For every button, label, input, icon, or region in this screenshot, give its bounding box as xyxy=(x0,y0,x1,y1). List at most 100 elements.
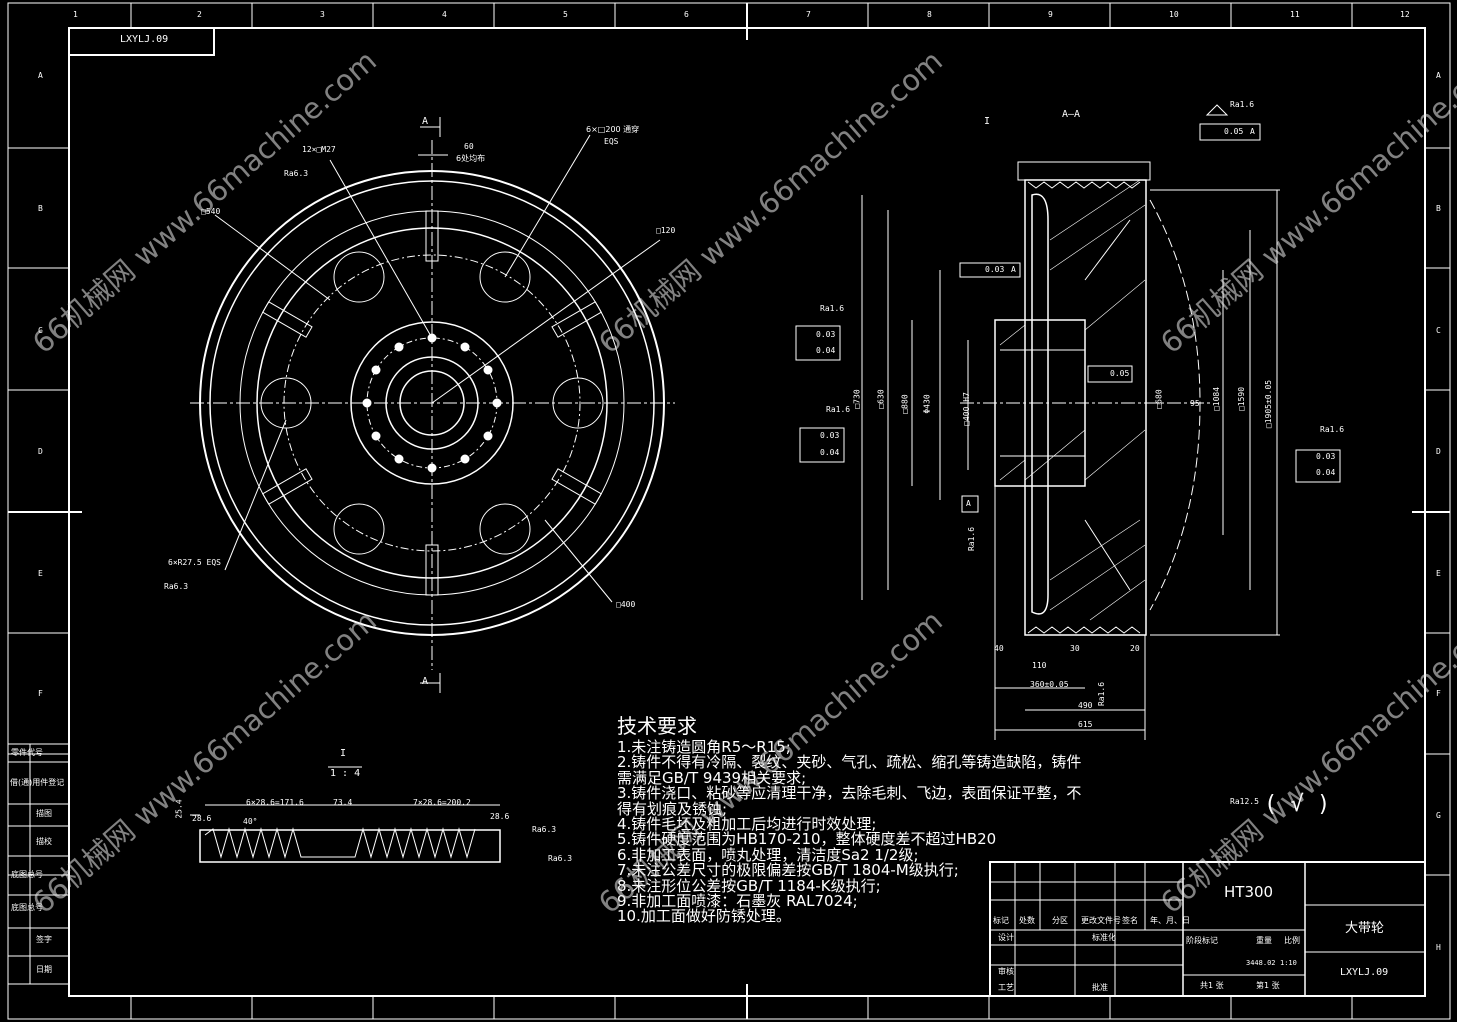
tech-req-item: 6.非加工表面，喷丸处理，清洁度Sa2 1/2级; xyxy=(617,845,919,864)
dim-label: 7×28.6=200.2 xyxy=(413,798,471,807)
tb-label: 共1 张 xyxy=(1200,981,1224,990)
zone-col: 1 xyxy=(73,10,78,19)
tech-req-item: 4.铸件毛坯及粗加工后均进行时效处理; xyxy=(617,815,877,834)
roughness-label: Ra6.3 xyxy=(284,169,309,178)
dim-label: 110 xyxy=(1032,661,1047,670)
dim-label: 20 xyxy=(1130,644,1140,653)
tech-req-item: 10.加工面做好防锈处理。 xyxy=(617,907,791,926)
zone-col: 3 xyxy=(320,10,325,19)
zone-ticks xyxy=(8,3,1450,1019)
zone-col: 12 xyxy=(1400,10,1410,19)
dim-label: □400 H7 xyxy=(961,392,971,426)
left-table-cell: 描校 xyxy=(36,837,52,846)
cut-marker-top: A xyxy=(422,116,429,127)
code-box xyxy=(68,27,215,56)
roughness-label: Ra1.6 xyxy=(967,526,977,552)
roughness-symbol: ( √ ) xyxy=(1264,792,1331,817)
tb-label: 工艺 xyxy=(998,983,1014,992)
zone-row: D xyxy=(38,447,43,456)
roughness-label: Ra6.3 xyxy=(164,582,189,591)
tech-req-item: 2.铸件不得有冷隔、裂纹、夹砂、气孔、疏松、缩孔等铸造缺陷，铸件需满足GB/T … xyxy=(617,753,1082,787)
dim-label: 40 xyxy=(994,644,1004,653)
tech-req-item: 5.铸件硬度范围为HB170-210，整体硬度差不超过HB20 xyxy=(617,830,997,849)
tb-label: 年、月、日 xyxy=(1150,916,1190,925)
zone-col: 10 xyxy=(1169,10,1179,19)
dim-label: 6×□200 通穿 xyxy=(586,125,640,134)
dim-label: 6×28.6=171.6 xyxy=(246,798,304,807)
dim-label: 360±0.05 xyxy=(1030,680,1069,689)
tb-label: 阶段标记 xyxy=(1186,936,1218,945)
left-table-cell: 借(通)用件登记 xyxy=(10,778,65,787)
tb-label: 第1 张 xyxy=(1256,981,1280,990)
left-table-cell: 底图总号 xyxy=(11,903,43,912)
detail-view xyxy=(190,766,501,863)
dim-label: Φ430 xyxy=(922,394,932,414)
default-roughness: Ra12.5 xyxy=(1230,797,1259,806)
dim-label: 60 xyxy=(464,142,474,151)
zone-row: C xyxy=(1436,326,1441,335)
zone-col: 8 xyxy=(927,10,932,19)
left-table-cell: 签字 xyxy=(36,935,52,944)
zone-col: 6 xyxy=(684,10,689,19)
datum-label: A xyxy=(1250,127,1255,136)
zone-row: G xyxy=(1436,811,1441,820)
tb-label: 审核 xyxy=(998,967,1014,976)
part-name: 大带轮 xyxy=(1345,921,1385,936)
tolerance-value: 0.03 xyxy=(1316,452,1336,461)
zone-row: A xyxy=(1436,71,1441,80)
tech-req-item: 9.非加工面喷漆：石墨灰 RAL7024; xyxy=(617,892,858,911)
zone-col: 4 xyxy=(442,10,447,19)
zone-row: B xyxy=(1436,204,1441,213)
left-table-cell: 零件代号 xyxy=(11,748,43,757)
drawing-code-top: LXYLJ.09 xyxy=(120,34,169,45)
tolerance-value: 0.05 xyxy=(1224,127,1244,136)
tb-label: 设计 xyxy=(998,933,1014,942)
dim-label: □680 xyxy=(1154,389,1164,409)
drawing-code: LXYLJ.09 xyxy=(1340,967,1389,978)
tolerance-value: 0.03 xyxy=(816,330,836,339)
scale-value: 1:10 xyxy=(1280,959,1297,967)
roughness-label: Ra1.6 xyxy=(1320,425,1345,434)
dim-label: □1084 xyxy=(1212,386,1222,412)
zone-row: F xyxy=(38,689,43,698)
dim-label: □730 xyxy=(852,389,862,409)
tb-label: 签名 xyxy=(1122,916,1138,925)
zone-row: A xyxy=(38,71,43,80)
tb-label: 分区 xyxy=(1052,916,1068,925)
roughness-label: Ra1.6 xyxy=(826,405,851,414)
detail-scale: 1 : 4 xyxy=(330,768,361,779)
tolerance-value: 0.04 xyxy=(1316,468,1336,477)
datum-label: A xyxy=(966,499,971,508)
section-label: A—A xyxy=(1062,109,1081,120)
zone-row: E xyxy=(1436,569,1441,578)
tb-label: 更改文件号 xyxy=(1081,916,1121,925)
roughness-label: Ra1.6 xyxy=(1230,100,1255,109)
dim-label: 30 xyxy=(1070,644,1080,653)
dim-label: □120 xyxy=(656,226,676,235)
tb-label: 批准 xyxy=(1092,983,1108,992)
zone-row: D xyxy=(1436,447,1441,456)
dim-label: 95 xyxy=(1190,399,1200,408)
left-table-cell: 描图 xyxy=(36,809,52,818)
zone-row: C xyxy=(38,326,43,335)
tb-label: 重量 xyxy=(1256,936,1272,945)
zone-col: 5 xyxy=(563,10,568,19)
left-table-cell: 日期 xyxy=(36,965,52,974)
dim-label: 6处均布 xyxy=(456,154,486,163)
roughness-label: Ra6.3 xyxy=(532,825,557,834)
roughness-label: Ra1.6 xyxy=(820,304,845,313)
dim-label: 28.6 xyxy=(192,814,212,823)
material: HT300 xyxy=(1224,883,1274,901)
zone-row: H xyxy=(1436,943,1441,952)
front-view xyxy=(190,117,675,693)
zone-col: 7 xyxy=(806,10,811,19)
zone-row: B xyxy=(38,204,43,213)
tolerance-value: 0.05 xyxy=(1110,369,1130,378)
dim-label: □1905±0.05 xyxy=(1264,379,1274,429)
zone-row: F xyxy=(1436,689,1441,698)
weight-value: 3448.02 xyxy=(1246,959,1276,967)
zone-col: 2 xyxy=(197,10,202,19)
dim-label: EQS xyxy=(604,137,619,146)
roughness-label: Ra6.3 xyxy=(548,854,573,863)
